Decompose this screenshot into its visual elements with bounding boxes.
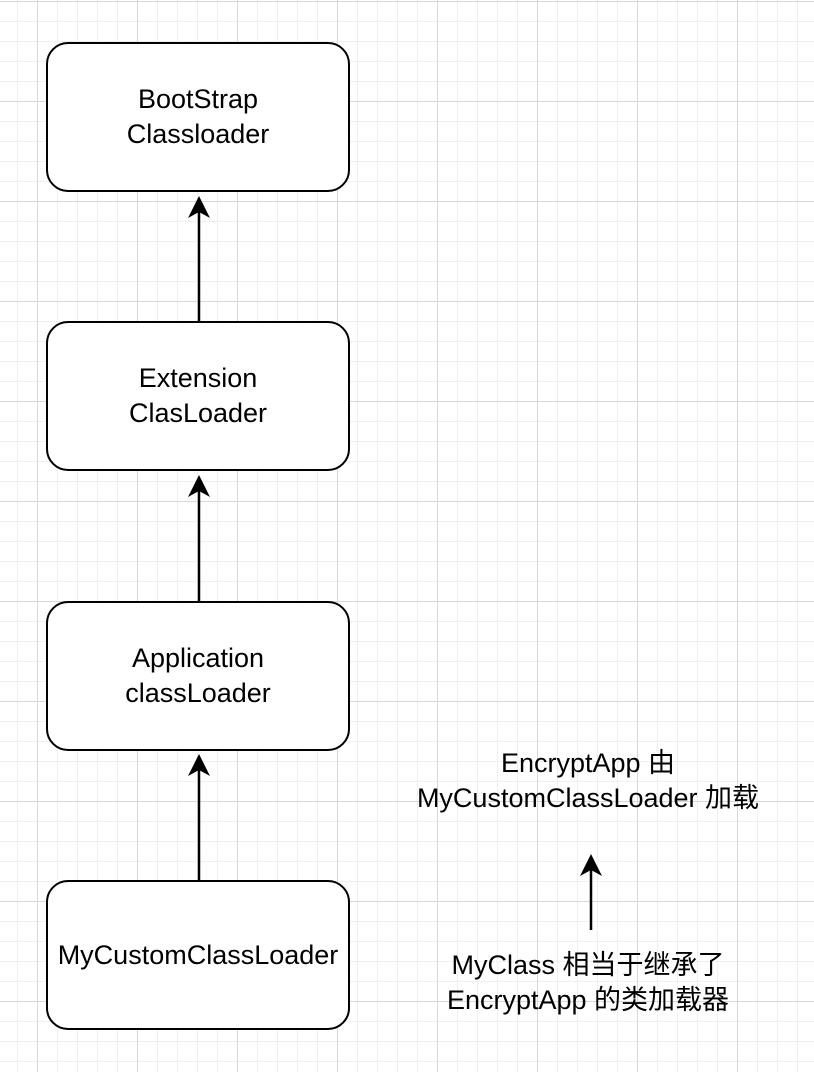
annotation-encrypt-app[interactable]: EncryptApp 由 MyCustomClassLoader 加载 [388,746,788,816]
edge-custom-to-application-arrowhead [188,754,210,776]
annotation-myclass[interactable]: MyClass 相当于继承了 EncryptApp 的类加载器 [388,948,788,1018]
node-extension-classloader[interactable]: Extension ClasLoader [46,321,350,471]
annotation-myclass-line1: MyClass 相当于继承了 [451,950,725,980]
node-extension-line1: Extension [138,363,258,393]
annotation-encrypt-line2: MyCustomClassLoader 加载 [416,783,760,813]
edge-application-to-extension-arrowhead [188,475,210,497]
node-custom-line1: MyCustomClassLoader [57,939,339,970]
node-extension-line2: ClasLoader [128,398,268,428]
node-custom-classloader[interactable]: MyCustomClassLoader [46,880,350,1030]
node-bootstrap-line2: Classloader [126,119,270,149]
annotation-encrypt-line1: EncryptApp 由 [500,748,676,778]
node-application-line2: classLoader [125,678,271,708]
node-bootstrap-classloader[interactable]: BootStrap Classloader [46,42,350,192]
node-bootstrap-line1: BootStrap [137,84,259,114]
edge-annotation-link-arrowhead [580,854,602,876]
node-application-classloader[interactable]: Application classLoader [46,601,350,751]
annotation-myclass-line2: EncryptApp 的类加载器 [446,985,730,1015]
node-application-line1: Application [131,643,265,673]
edge-extension-to-bootstrap-arrowhead [188,196,210,218]
